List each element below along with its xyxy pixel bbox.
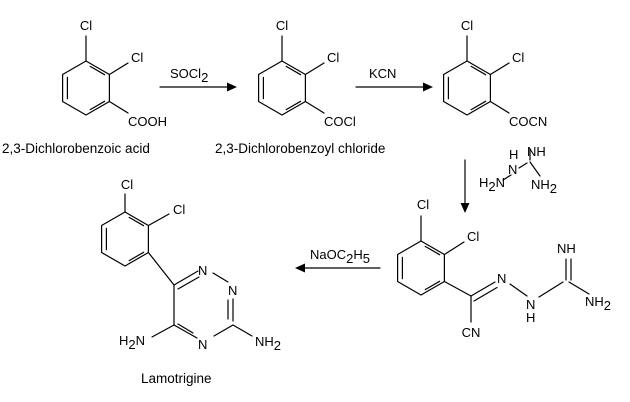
bond <box>538 281 564 298</box>
amino-label: NH2 <box>531 177 557 196</box>
nitrogen-label: N <box>228 283 237 298</box>
nitrile-label: CN <box>462 325 481 340</box>
chlorine-label: Cl <box>512 50 524 65</box>
carboxylic-acid-label: COOH <box>128 114 167 129</box>
chlorine-label: Cl <box>276 18 288 33</box>
acyl-cyanide-label: COCN <box>509 114 547 129</box>
bond <box>443 241 465 256</box>
bond <box>108 100 129 114</box>
bond <box>509 283 528 297</box>
nitrogen-label: N <box>526 297 535 312</box>
benzene-ring <box>397 240 445 296</box>
compound-dichlorobenzoyl-chloride: Cl Cl COCl <box>258 18 356 129</box>
chlorine-label: Cl <box>80 18 92 33</box>
amino-label: H2N <box>119 333 145 352</box>
benzene-ring <box>258 60 306 116</box>
double-bond <box>173 324 198 339</box>
reagent-thionyl-chloride: SOCl2 <box>170 66 208 85</box>
imine-label: NH <box>557 241 576 256</box>
amine-label: H2N <box>479 175 505 194</box>
nitrogen-label: N <box>497 271 506 286</box>
chlorine-label: Cl <box>417 197 429 212</box>
double-bond <box>473 286 498 302</box>
bond <box>502 174 512 181</box>
bond <box>147 251 175 286</box>
bond <box>568 281 590 295</box>
chlorine-label: Cl <box>461 18 473 33</box>
compound-dichlorobenzoyl-cyanide: Cl Cl COCN <box>443 18 547 129</box>
nitrogen-label: N <box>198 337 207 352</box>
compound-lamotrigine: Cl Cl N N NH2 N H2N <box>100 177 281 353</box>
reaction-arrow-4 <box>295 263 381 273</box>
reagent-sodium-ethoxide: NaOC2H5 <box>310 247 370 266</box>
bond <box>489 62 510 76</box>
benzene-ring <box>443 60 491 116</box>
hydrogen-label: H <box>509 147 518 162</box>
bond <box>304 62 325 76</box>
reaction-arrow-2 <box>355 82 433 92</box>
nitrogen-label: N <box>198 263 207 278</box>
chlorine-label: Cl <box>131 50 143 65</box>
bond <box>443 280 472 297</box>
compound-name-dichlorobenzoyl-chloride: 2,3-Dichlorobenzoyl chloride <box>215 141 385 156</box>
benzene-ring <box>61 60 111 116</box>
reaction-arrow-3 <box>460 159 470 213</box>
compound-name-dichlorobenzoic-acid: 2,3-Dichlorobenzoic acid <box>2 141 150 156</box>
bond <box>304 100 325 114</box>
double-bond <box>177 276 200 290</box>
chlorine-label: Cl <box>121 177 133 192</box>
bond <box>151 324 175 338</box>
compound-dichlorobenzoic-acid: Cl Cl COOH <box>61 18 167 129</box>
bond <box>232 324 253 337</box>
bond <box>108 62 129 76</box>
reagent-potassium-cyanide: KCN <box>369 66 396 81</box>
amino-label: NH2 <box>255 334 281 353</box>
compound-name-lamotrigine: Lamotrigine <box>141 371 212 386</box>
double-bond <box>470 281 496 297</box>
bond <box>529 161 541 177</box>
reagent-aminoguanidine: H2N H N NH NH2 <box>479 144 557 196</box>
chlorine-label: Cl <box>327 50 339 65</box>
bond <box>518 162 528 169</box>
chlorine-label: Cl <box>467 229 479 244</box>
imine-label: NH <box>527 144 546 159</box>
bond <box>489 100 510 114</box>
bond <box>173 270 199 286</box>
acyl-chloride-label: COCl <box>324 114 356 129</box>
compound-hydrazone-intermediate: Cl Cl CN N N H NH NH2 <box>397 197 611 340</box>
hydrogen-label: H <box>526 310 535 325</box>
bond <box>212 272 229 283</box>
reaction-arrow-1 <box>159 82 237 92</box>
chlorine-label: Cl <box>173 202 185 217</box>
nitrogen-label: N <box>508 162 517 177</box>
double-bond <box>177 323 194 334</box>
amino-label: NH2 <box>585 294 611 313</box>
benzene-ring <box>100 211 149 267</box>
bond <box>147 213 170 227</box>
bond <box>213 324 234 337</box>
